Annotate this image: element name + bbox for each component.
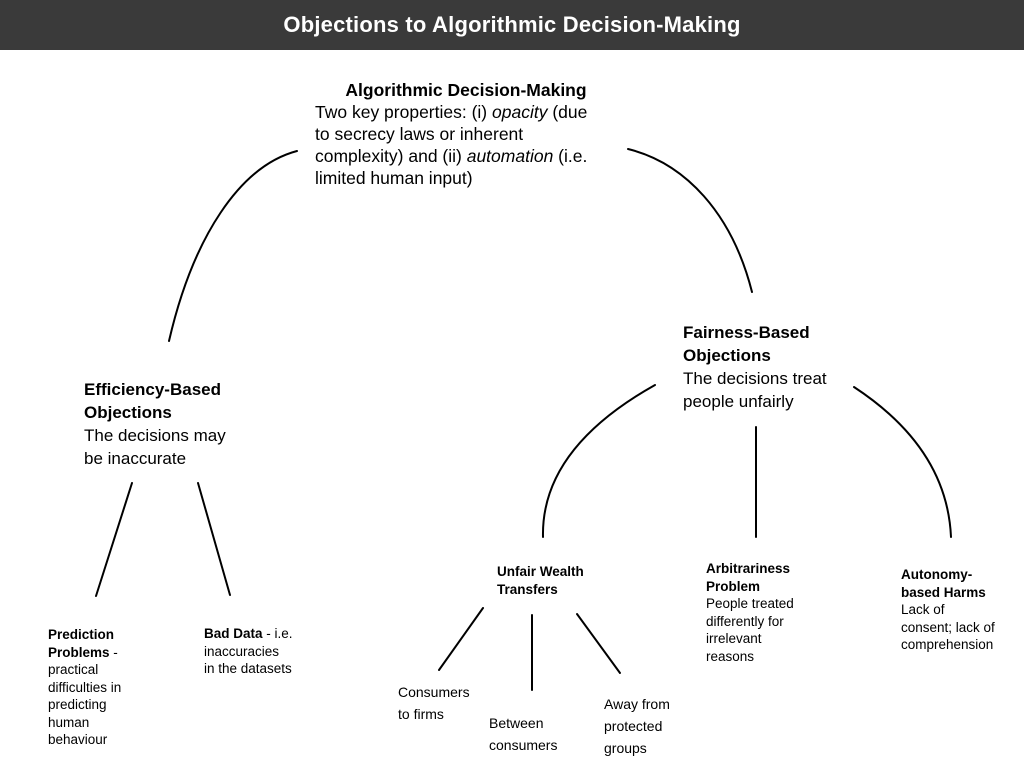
edge-fairness-autonomy <box>853 386 952 538</box>
edge-root-fairness <box>627 148 753 293</box>
edge-root-efficiency <box>168 150 298 342</box>
page-title: Objections to Algorithmic Decision-Makin… <box>283 12 741 37</box>
edge-efficiency-prediction <box>95 482 133 597</box>
edge-fairness-unfair-transfers <box>541 384 656 538</box>
edge-unfair-consumers-to-firms <box>438 607 484 671</box>
edge-unfair-away-from-protected <box>576 613 621 674</box>
title-bar: Objections to Algorithmic Decision-Makin… <box>0 0 1024 50</box>
edge-efficiency-bad-data <box>197 482 231 596</box>
